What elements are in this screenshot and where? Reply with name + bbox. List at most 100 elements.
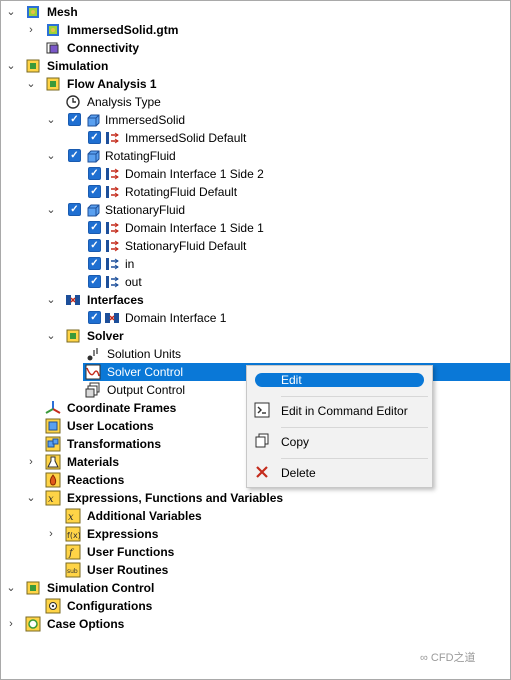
- chevron-down-icon[interactable]: ⌄: [46, 330, 56, 342]
- boundary-icon: [106, 222, 119, 234]
- watermark: ∞ CFD之道: [420, 650, 476, 666]
- chevron-down-icon[interactable]: ⌄: [46, 150, 56, 162]
- tree-item-reactions[interactable]: Reactions: [1, 471, 510, 489]
- copy-icon: [255, 433, 269, 448]
- menu-item-label: Edit: [281, 373, 302, 387]
- chevron-down-icon[interactable]: ⌄: [6, 6, 16, 18]
- checkbox[interactable]: ✓: [88, 311, 101, 324]
- mesh-icon: [27, 6, 39, 18]
- tree-item-solution-units[interactable]: Solution Units: [1, 345, 510, 363]
- chevron-right-icon[interactable]: ›: [29, 456, 33, 468]
- domain-icon: [87, 204, 100, 217]
- tree-item-interfaces[interactable]: ⌄ Interfaces: [1, 291, 510, 309]
- tree-item-stationaryfluid-default[interactable]: ✓ StationaryFluid Default: [1, 237, 510, 255]
- checkbox[interactable]: ✓: [88, 239, 101, 252]
- tree-item-configurations[interactable]: Configurations: [1, 597, 510, 615]
- checkbox[interactable]: ✓: [68, 149, 81, 162]
- tree-item-label: Solution Units: [107, 347, 182, 361]
- tree-item-output-control[interactable]: Output Control: [1, 381, 510, 399]
- checkbox[interactable]: ✓: [88, 275, 101, 288]
- solver-control-icon: [85, 364, 101, 380]
- connectivity-icon: [46, 42, 59, 54]
- tree-item-simulation-control[interactable]: ⌄ Simulation Control: [1, 579, 510, 597]
- svg-text:x: x: [68, 512, 74, 523]
- tree-item-expressions[interactable]: › f(x) Expressions: [1, 525, 510, 543]
- boundary-icon: [106, 168, 119, 180]
- expressions-icon: x: [45, 490, 61, 506]
- checkbox[interactable]: ✓: [88, 221, 101, 234]
- tree-item-flow-analysis-1[interactable]: ⌄ Flow Analysis 1: [1, 75, 510, 93]
- menu-item-copy[interactable]: Copy: [247, 429, 432, 455]
- checkbox[interactable]: ✓: [68, 203, 81, 216]
- tree-item-domain-interface-1[interactable]: ✓ Domain Interface 1: [1, 309, 510, 327]
- menu-separator: [281, 427, 428, 428]
- tree-item-transformations[interactable]: Transformations: [1, 435, 510, 453]
- menu-item-delete[interactable]: Delete: [247, 460, 432, 486]
- menu-hover-highlight: [255, 373, 424, 387]
- tree-item-label: Expressions, Functions and Variables: [67, 491, 284, 505]
- tree-item-label: Coordinate Frames: [67, 401, 177, 415]
- tree-item-connectivity[interactable]: Connectivity: [1, 39, 510, 57]
- tree-item-user-routines[interactable]: sub User Routines: [1, 561, 510, 579]
- tree-item-label: Case Options: [47, 617, 125, 631]
- tree-item-analysis-type[interactable]: Analysis Type: [1, 93, 510, 111]
- chevron-right-icon[interactable]: ›: [29, 24, 33, 36]
- menu-item-label: Edit in Command Editor: [281, 404, 408, 418]
- tree-item-case-options[interactable]: › Case Options: [1, 615, 510, 633]
- tree-item-stationaryfluid[interactable]: ⌄ ✓ StationaryFluid: [1, 201, 510, 219]
- tree-item-materials[interactable]: › Materials: [1, 453, 510, 471]
- menu-item-edit-in-command-editor[interactable]: Edit in Command Editor: [247, 398, 432, 424]
- chevron-down-icon[interactable]: ⌄: [46, 204, 56, 216]
- tree-item-mesh[interactable]: ⌄ Mesh: [1, 3, 510, 21]
- chevron-down-icon[interactable]: ⌄: [26, 78, 36, 90]
- domain-icon: [87, 150, 100, 163]
- chevron-down-icon[interactable]: ⌄: [6, 582, 16, 594]
- tree-item-domain-interface-1-side-2[interactable]: ✓ Domain Interface 1 Side 2: [1, 165, 510, 183]
- user-functions-icon: f: [65, 544, 81, 560]
- chevron-right-icon[interactable]: ›: [9, 618, 13, 630]
- checkbox[interactable]: ✓: [88, 257, 101, 270]
- svg-text:f(x): f(x): [67, 531, 81, 540]
- tree-item-rotatingfluid-default[interactable]: ✓ RotatingFluid Default: [1, 183, 510, 201]
- chevron-down-icon[interactable]: ⌄: [6, 60, 16, 72]
- svg-text:f: f: [68, 548, 75, 559]
- tree-item-label: ImmersedSolid Default: [125, 131, 247, 145]
- coordinate-frame-icon: [45, 401, 61, 414]
- tree-item-label: Simulation: [47, 59, 109, 73]
- checkbox[interactable]: ✓: [68, 113, 81, 126]
- tree-item-user-locations[interactable]: User Locations: [1, 417, 510, 435]
- interface-icon: [66, 295, 80, 305]
- tree-item-coordinate-frames[interactable]: Coordinate Frames: [1, 399, 510, 417]
- tree-item-out[interactable]: ✓ out: [1, 273, 510, 291]
- tree-item-in[interactable]: ✓ in: [1, 255, 510, 273]
- output-control-icon: [85, 382, 100, 398]
- tree-item-immersedsolid[interactable]: ⌄ ✓ ImmersedSolid: [1, 111, 510, 129]
- tree-item-simulation[interactable]: ⌄ Simulation: [1, 57, 510, 75]
- tree-item-expressions-functions-variables[interactable]: ⌄ x Expressions, Functions and Variables: [1, 489, 510, 507]
- checkbox[interactable]: ✓: [88, 131, 101, 144]
- tree-item-solver[interactable]: ⌄ Solver: [1, 327, 510, 345]
- checkbox[interactable]: ✓: [88, 167, 101, 180]
- simulation-control-icon: [26, 581, 40, 595]
- checkbox[interactable]: ✓: [88, 185, 101, 198]
- user-locations-icon: [45, 418, 61, 434]
- tree-item-domain-interface-1-side-1[interactable]: ✓ Domain Interface 1 Side 1: [1, 219, 510, 237]
- tree-item-immersedsolid-default[interactable]: ✓ ImmersedSolid Default: [1, 129, 510, 147]
- user-routines-icon: sub: [65, 562, 81, 578]
- tree-item-label: ImmersedSolid: [105, 113, 186, 127]
- svg-text:sub: sub: [67, 568, 78, 575]
- chevron-down-icon[interactable]: ⌄: [46, 294, 56, 306]
- tree-item-immersedsolid-gtm[interactable]: › ImmersedSolid.gtm: [1, 21, 510, 39]
- simulation-icon: [26, 59, 40, 73]
- tree-item-user-functions[interactable]: f User Functions: [1, 543, 510, 561]
- tree-item-additional-variables[interactable]: x Additional Variables: [1, 507, 510, 525]
- tree-item-rotatingfluid[interactable]: ⌄ ✓ RotatingFluid: [1, 147, 510, 165]
- chevron-down-icon[interactable]: ⌄: [26, 492, 36, 504]
- tree-item-label: Configurations: [67, 599, 153, 613]
- chevron-down-icon[interactable]: ⌄: [46, 114, 56, 126]
- chevron-right-icon[interactable]: ›: [49, 528, 53, 540]
- tree-item-label: ImmersedSolid.gtm: [67, 23, 179, 37]
- menu-item-edit[interactable]: Edit: [247, 367, 432, 393]
- solver-icon: [66, 329, 80, 343]
